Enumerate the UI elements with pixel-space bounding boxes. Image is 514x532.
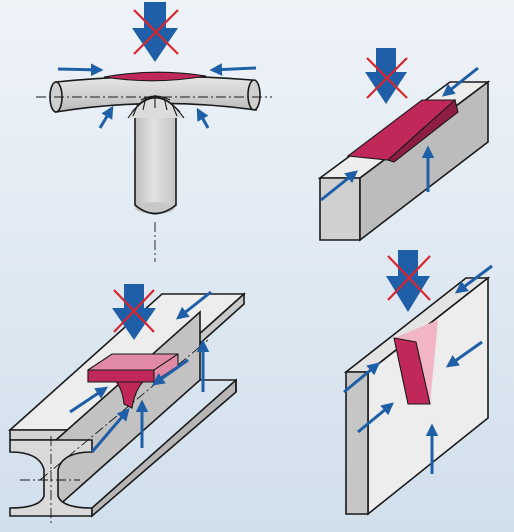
beam-arrow-left	[69, 386, 109, 414]
plate-weld	[393, 337, 431, 405]
vertical-pipe	[134, 111, 177, 215]
pipe-arrow-left	[57, 63, 104, 77]
block-force-arrows	[320, 48, 479, 202]
plate-side-face	[345, 371, 369, 515]
plate-arrow-right	[445, 340, 483, 368]
block-joint-panel	[317, 80, 491, 242]
pipe-force-arrows	[57, 2, 257, 129]
bar-arrow-top-right	[442, 66, 479, 97]
plate-arrow-top-right	[454, 264, 493, 294]
bar-weld-side	[386, 98, 459, 163]
beam-load-cross	[113, 289, 155, 333]
beam-arrow-top-right	[176, 290, 212, 320]
bar-arrow-bottom-left	[320, 170, 358, 202]
bar-front-face	[319, 177, 361, 241]
beam-force-arrows	[69, 284, 212, 453]
plate-load-arrow	[386, 250, 430, 312]
plate-arrow-left	[343, 362, 380, 394]
pipe-top-weld	[103, 71, 207, 82]
beam-arrow-up-left	[90, 408, 130, 453]
horizontal-pipe-end-right	[247, 79, 261, 111]
plate-arrow-lower-left	[357, 402, 394, 434]
pipe-weld-bead	[127, 95, 185, 119]
pipe-arrow-low-right	[196, 107, 210, 129]
pipe-arrow-right	[209, 63, 257, 76]
vertical-pipe-end	[135, 202, 175, 214]
plate-joint-panel	[343, 276, 491, 516]
bar-load-cross	[366, 57, 408, 99]
plate-load-cross	[387, 255, 431, 301]
pipe-t-joint-panel	[36, 71, 272, 262]
pipe-arrow-low-left	[98, 105, 114, 129]
plate-force-arrows	[343, 250, 493, 474]
pipe-load-cross	[133, 9, 179, 55]
beam-arrow-right	[151, 358, 189, 386]
